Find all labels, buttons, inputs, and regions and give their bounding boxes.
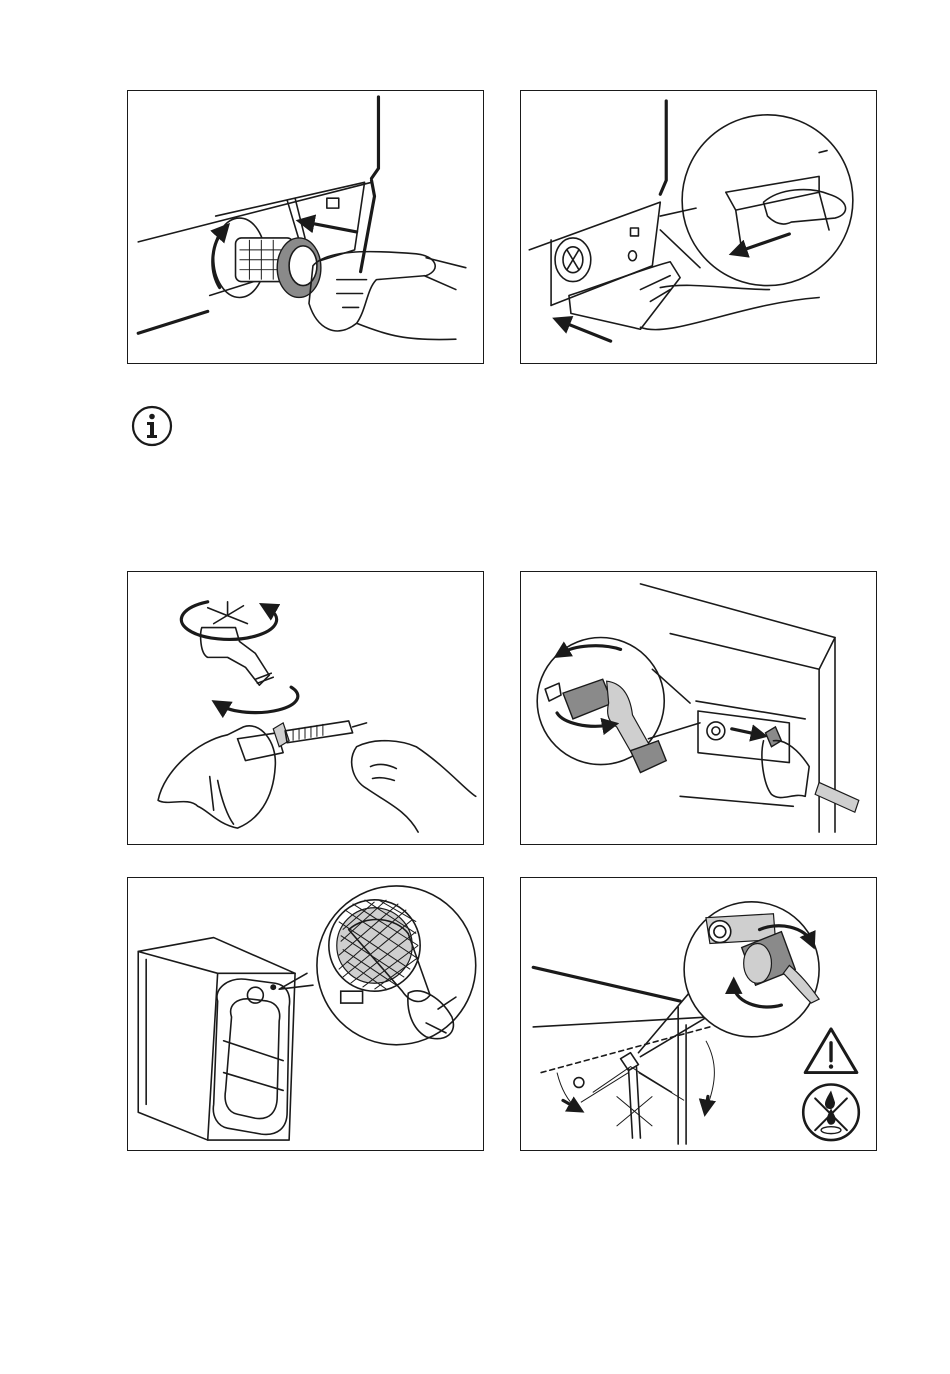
inlet-hose-reinstall-illustration bbox=[521, 878, 876, 1150]
figure-inlet-hose-removal bbox=[520, 571, 877, 845]
figure-inlet-valve-filter-cleaning bbox=[127, 877, 484, 1151]
warning-triangle-icon bbox=[805, 1029, 857, 1073]
drain-flap-illustration bbox=[521, 91, 876, 363]
figure-tap-filter-cleaning bbox=[127, 571, 484, 845]
figure-drain-flap-removal bbox=[520, 90, 877, 364]
figure-inlet-hose-reinstallation bbox=[520, 877, 877, 1151]
inlet-valve-filter-illustration bbox=[128, 878, 483, 1150]
tap-filter-illustration bbox=[128, 572, 483, 844]
inlet-hose-removal-illustration bbox=[521, 572, 876, 844]
info-icon bbox=[131, 405, 173, 447]
drain-filter-illustration bbox=[128, 91, 483, 363]
no-water-leak-icon bbox=[803, 1084, 859, 1140]
figure-drain-filter-removal bbox=[127, 90, 484, 364]
